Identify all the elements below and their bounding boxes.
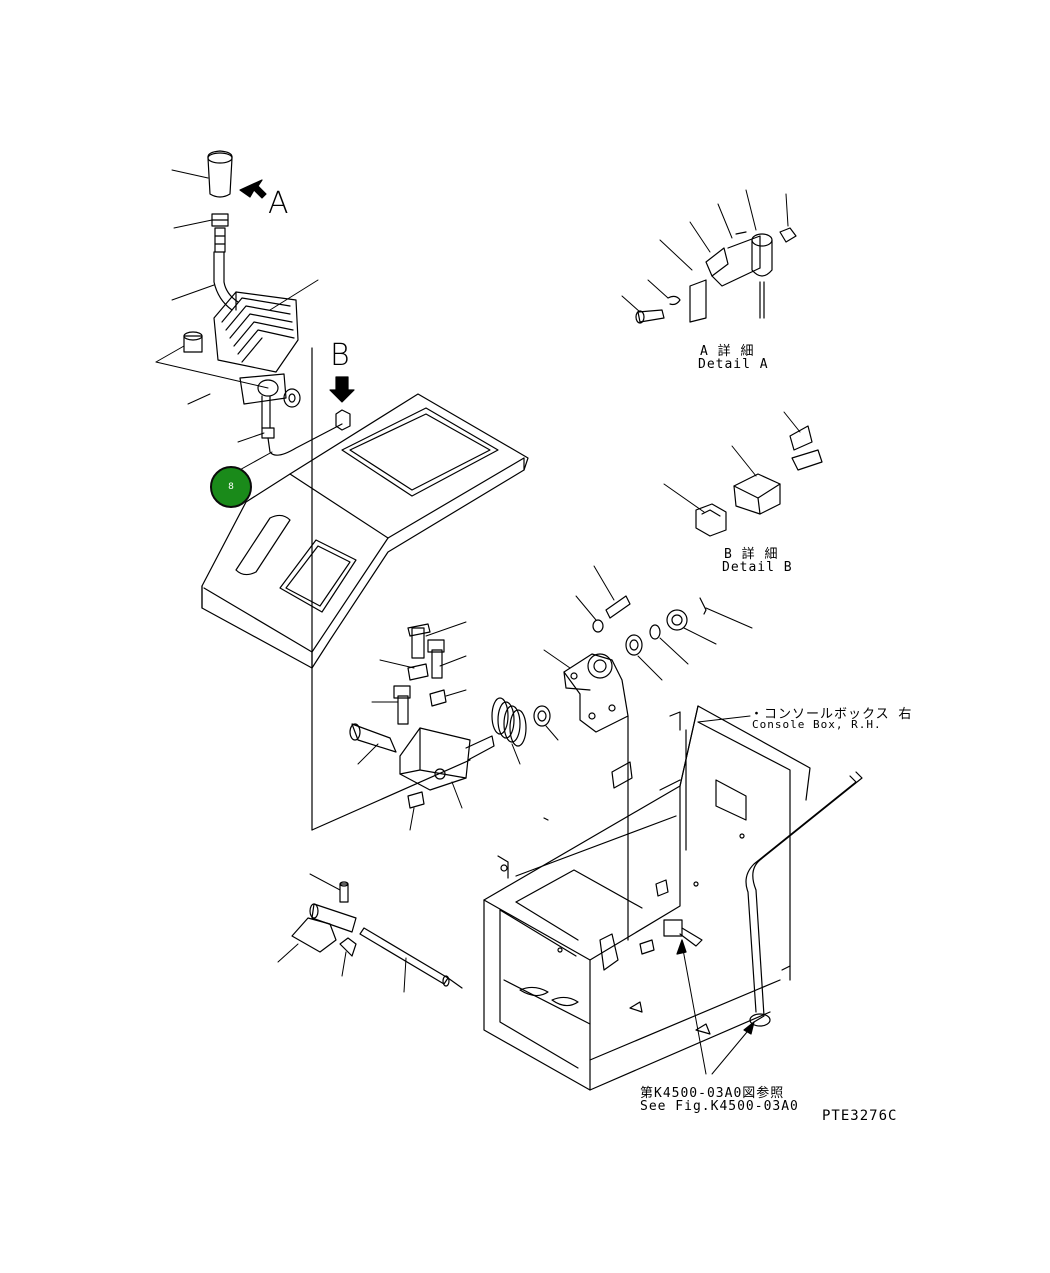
lever-bracket — [239, 373, 287, 429]
detail-b-title-jp: B 詳 細 — [724, 547, 779, 562]
reference-label-en: See Fig.K4500-03A0 — [640, 1099, 799, 1114]
pivot-housing — [563, 653, 629, 941]
console-box-label-en: Console Box, R.H. — [752, 718, 882, 731]
lever-nut — [211, 213, 229, 227]
lever-bushing-2 — [283, 388, 301, 408]
detail-a-leaders — [621, 189, 789, 313]
lever-boot — [213, 291, 299, 373]
detail-a-parts — [635, 227, 797, 324]
linkage-clip — [339, 937, 357, 957]
switch-cable — [261, 409, 351, 456]
detail-b-title-en: Detail B — [722, 560, 793, 575]
part-hotspot-button[interactable]: 8 — [210, 466, 252, 508]
pivot-leaders — [357, 565, 753, 831]
console-cover — [201, 347, 529, 831]
pivot-collar — [533, 705, 551, 727]
linkage-pin — [339, 881, 349, 903]
detail-b-leaders — [663, 411, 801, 513]
lever-bushing — [183, 331, 203, 353]
pivot-washers — [592, 595, 707, 656]
arrow-a-icon — [239, 179, 267, 199]
detail-b-parts — [695, 425, 823, 537]
linkage-plate — [291, 903, 357, 953]
console-box-frame — [483, 705, 811, 1091]
arrow-b-icon — [329, 376, 355, 403]
lever-knob — [207, 150, 233, 198]
linkage-leaders — [277, 873, 407, 993]
figure-code: PTE3276C — [822, 1108, 898, 1124]
reference-label-jp: 第K4500-03A0図参照 — [640, 1086, 785, 1101]
pivot-bracket — [399, 727, 495, 791]
part-hotspot-label: 8 — [228, 482, 234, 492]
reference-arrows — [676, 939, 755, 1075]
console-box-leader — [697, 715, 751, 723]
lever-leaders — [155, 169, 319, 473]
linkage-rod — [359, 927, 463, 989]
lever-rod — [213, 227, 239, 311]
console-bolt — [663, 919, 703, 947]
console-box-label-jp: ・コンソールボックス 右 — [750, 707, 913, 722]
pivot-pin — [349, 723, 397, 753]
pivot-spring — [491, 697, 527, 747]
console-lever-rod — [745, 771, 863, 1027]
detail-a-title-jp: A 詳 細 — [700, 344, 755, 359]
callout-a-label: A — [268, 186, 289, 221]
callout-b-label: B — [330, 338, 350, 373]
pivot-bolts — [393, 623, 447, 809]
detail-a-title-en: Detail A — [698, 357, 769, 372]
